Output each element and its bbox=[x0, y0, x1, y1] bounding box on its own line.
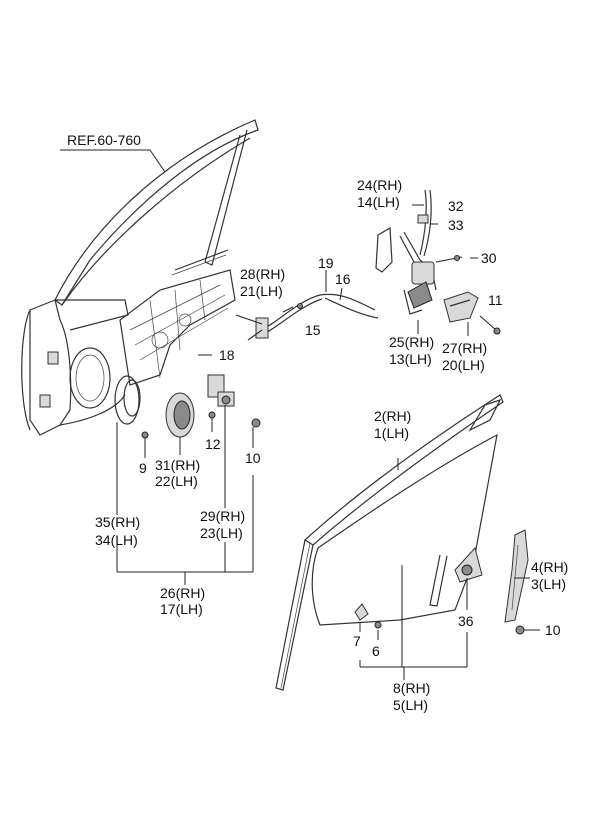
window-motor bbox=[207, 374, 235, 407]
svg-text:35(RH): 35(RH) bbox=[95, 514, 140, 530]
callout-4: 4 bbox=[531, 559, 539, 575]
callout-7: 7 bbox=[353, 633, 361, 649]
door-speaker bbox=[114, 375, 195, 438]
callout-19: 19 bbox=[318, 255, 334, 271]
callout-9: 9 bbox=[139, 460, 147, 476]
svg-text:34(LH): 34(LH) bbox=[95, 532, 138, 548]
callout-35: 35 bbox=[95, 514, 111, 530]
callout-29: 29 bbox=[200, 508, 216, 524]
leader-15 bbox=[282, 306, 294, 313]
svg-text:31(RH): 31(RH) bbox=[155, 457, 200, 473]
callout-16: 16 bbox=[335, 271, 351, 287]
screw-9 bbox=[141, 431, 149, 439]
callout-10-left: 10 bbox=[245, 450, 261, 466]
callout-8: 8 bbox=[393, 680, 401, 696]
svg-text:28(RH): 28(RH) bbox=[240, 266, 285, 282]
callout-1: 1 bbox=[374, 425, 382, 441]
callout-24: 24 bbox=[357, 177, 373, 193]
reference-label: REF.60-760 bbox=[67, 132, 141, 148]
callout-15: 15 bbox=[305, 322, 321, 338]
svg-text:1(LH): 1(LH) bbox=[374, 425, 409, 441]
callout-32: 32 bbox=[448, 198, 464, 214]
door-glass-run bbox=[275, 394, 504, 691]
door-glass bbox=[311, 433, 498, 626]
callout-20: 20 bbox=[442, 357, 458, 373]
callout-33: 33 bbox=[448, 217, 464, 233]
glass-holder bbox=[354, 546, 483, 629]
callout-labels: 24(RH) 14(LH) 32 33 30 28(RH) 21(LH) 19 … bbox=[95, 177, 568, 713]
callout-18: 18 bbox=[219, 347, 235, 363]
callout-26: 26 bbox=[160, 585, 176, 601]
callout-6: 6 bbox=[372, 643, 380, 659]
callout-2: 2 bbox=[374, 408, 382, 424]
callout-10-right: 10 bbox=[545, 622, 561, 638]
callout-14: 14 bbox=[357, 194, 373, 210]
svg-text:25(RH): 25(RH) bbox=[389, 334, 434, 350]
svg-text:27(RH): 27(RH) bbox=[442, 340, 487, 356]
front-door-frame bbox=[21, 119, 259, 436]
callout-3: 3 bbox=[531, 576, 539, 592]
callout-30: 30 bbox=[481, 250, 497, 266]
svg-text:20(LH): 20(LH) bbox=[442, 357, 485, 373]
callout-12: 12 bbox=[205, 436, 221, 452]
callout-5: 5 bbox=[393, 697, 401, 713]
nut-10 bbox=[251, 418, 261, 428]
outside-handle bbox=[443, 291, 501, 335]
callout-36: 36 bbox=[458, 613, 474, 629]
svg-text:13(LH): 13(LH) bbox=[389, 351, 432, 367]
callout-27: 27 bbox=[442, 340, 458, 356]
svg-text:21(LH): 21(LH) bbox=[240, 283, 283, 299]
callout-21: 21 bbox=[240, 283, 256, 299]
svg-text:3(LH): 3(LH) bbox=[531, 576, 566, 592]
svg-text:23(LH): 23(LH) bbox=[200, 525, 243, 541]
callout-34: 34 bbox=[95, 532, 111, 548]
callout-22: 22 bbox=[155, 473, 171, 489]
inside-handle-cable bbox=[247, 293, 379, 341]
svg-text:14(LH): 14(LH) bbox=[357, 194, 400, 210]
svg-text:22(LH): 22(LH) bbox=[155, 473, 198, 489]
callout-17: 17 bbox=[160, 601, 176, 617]
callout-31: 31 bbox=[155, 457, 171, 473]
callout-11: 11 bbox=[488, 292, 503, 308]
bolt-12 bbox=[208, 411, 216, 419]
callout-23: 23 bbox=[200, 525, 216, 541]
callout-13: 13 bbox=[389, 351, 405, 367]
svg-text:5(LH): 5(LH) bbox=[393, 697, 428, 713]
callout-28: 28 bbox=[240, 266, 256, 282]
svg-text:29(RH): 29(RH) bbox=[200, 508, 245, 524]
svg-text:8(RH): 8(RH) bbox=[393, 680, 430, 696]
window-regulator-rail bbox=[504, 529, 529, 635]
svg-text:24(RH): 24(RH) bbox=[357, 177, 402, 193]
svg-text:26(RH): 26(RH) bbox=[160, 585, 205, 601]
callout-25: 25 bbox=[389, 334, 405, 350]
door-latch-assembly bbox=[375, 189, 463, 315]
svg-text:2(RH): 2(RH) bbox=[374, 408, 411, 424]
svg-text:17(LH): 17(LH) bbox=[160, 601, 203, 617]
svg-text:4(RH): 4(RH) bbox=[531, 559, 568, 575]
